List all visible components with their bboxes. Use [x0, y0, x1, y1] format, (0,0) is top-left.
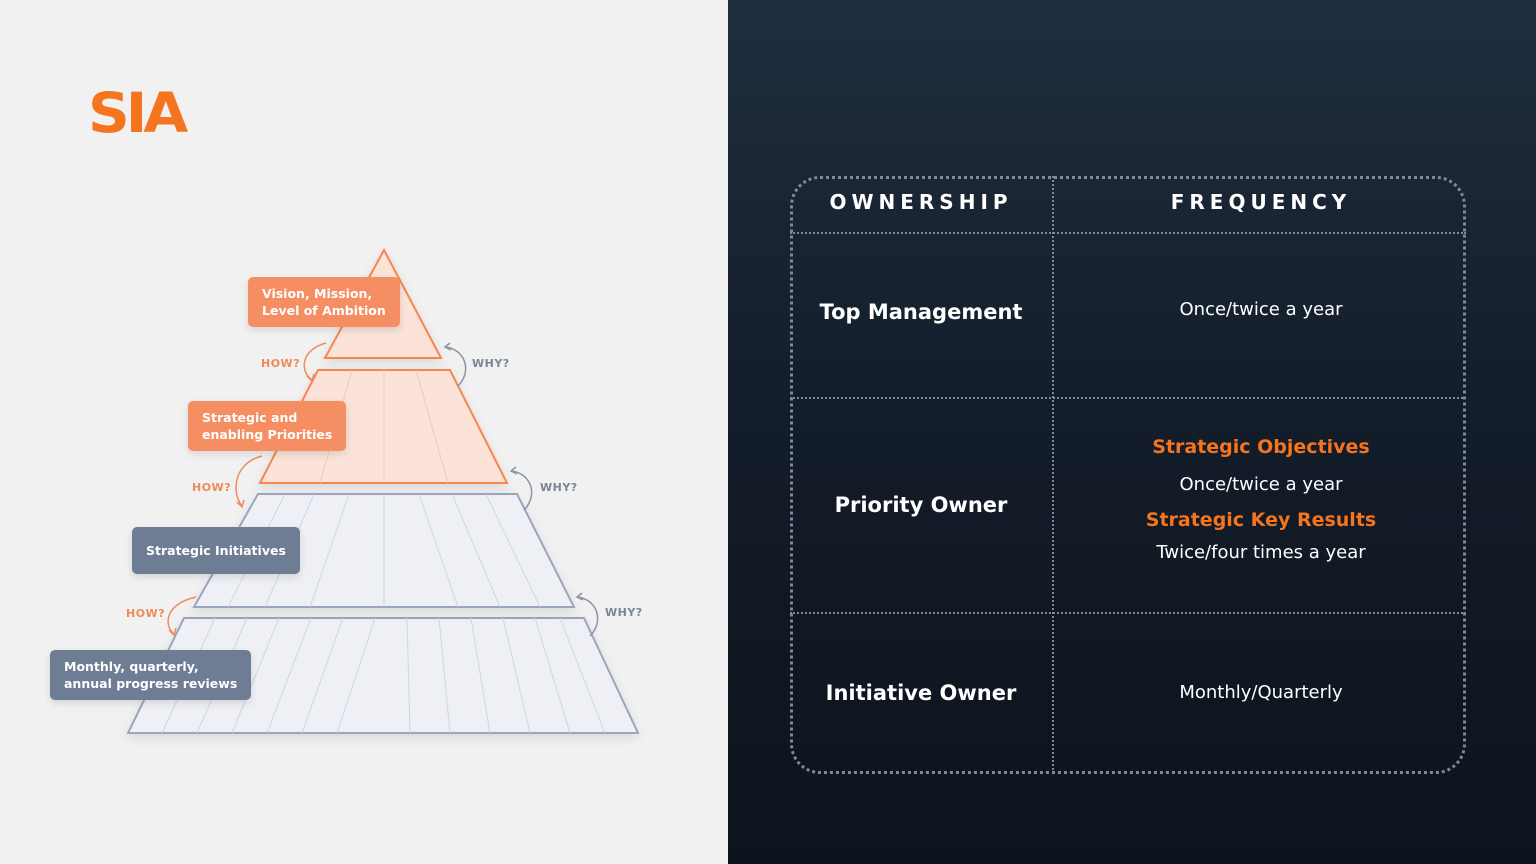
strategic-key-results-frequency: Twice/four times a year [1156, 542, 1366, 563]
callout-vision-line-2: Level of Ambition [262, 303, 386, 318]
strategic-objectives-frequency: Once/twice a year [1179, 474, 1343, 495]
callout-priorities-line-2: enabling Priorities [202, 427, 333, 442]
table-column-divider [1052, 176, 1054, 774]
callout-initiatives-line-1: Strategic Initiatives [146, 543, 286, 558]
how-label-2: HOW? [192, 481, 232, 494]
callout-reviews: Monthly, quarterly, annual progress revi… [50, 650, 252, 700]
ownership-table [790, 176, 1466, 774]
owner-top-management: Top Management [819, 300, 1023, 324]
callout-reviews-line-2: annual progress reviews [64, 676, 238, 691]
callout-vision: Vision, Mission, Level of Ambition [248, 277, 400, 327]
owner-initiative: Initiative Owner [825, 681, 1017, 705]
callout-initiatives: Strategic Initiatives [132, 527, 300, 574]
right-panel [728, 0, 1536, 864]
why-label-1: WHY? [472, 357, 510, 370]
how-label-1: HOW? [261, 357, 301, 370]
strategic-key-results-heading: Strategic Key Results [1145, 509, 1377, 531]
header-ownership: OWNERSHIP [829, 190, 1013, 214]
frequency-top-management: Once/twice a year [1179, 299, 1343, 320]
owner-priority: Priority Owner [834, 493, 1008, 517]
strategy-pyramid [126, 247, 640, 734]
pyramid-tier-reviews [126, 617, 640, 734]
table-divider [790, 397, 1466, 399]
table-divider [790, 612, 1466, 614]
why-label-2: WHY? [540, 481, 578, 494]
callout-reviews-line-1: Monthly, quarterly, [64, 659, 199, 674]
how-label-3: HOW? [126, 607, 166, 620]
how-arrows [167, 342, 327, 637]
sia-logo: SIA [88, 80, 188, 146]
callout-priorities: Strategic and enabling Priorities [188, 401, 347, 451]
strategic-objectives-heading: Strategic Objectives [1152, 436, 1370, 458]
header-frequency: FREQUENCY [1170, 190, 1352, 214]
callout-vision-line-1: Vision, Mission, [262, 286, 373, 301]
callout-priorities-line-1: Strategic and [202, 410, 298, 425]
frequency-initiative: Monthly/Quarterly [1179, 682, 1343, 703]
table-divider [790, 232, 1466, 234]
why-label-3: WHY? [605, 606, 643, 619]
why-arrows [443, 342, 599, 637]
